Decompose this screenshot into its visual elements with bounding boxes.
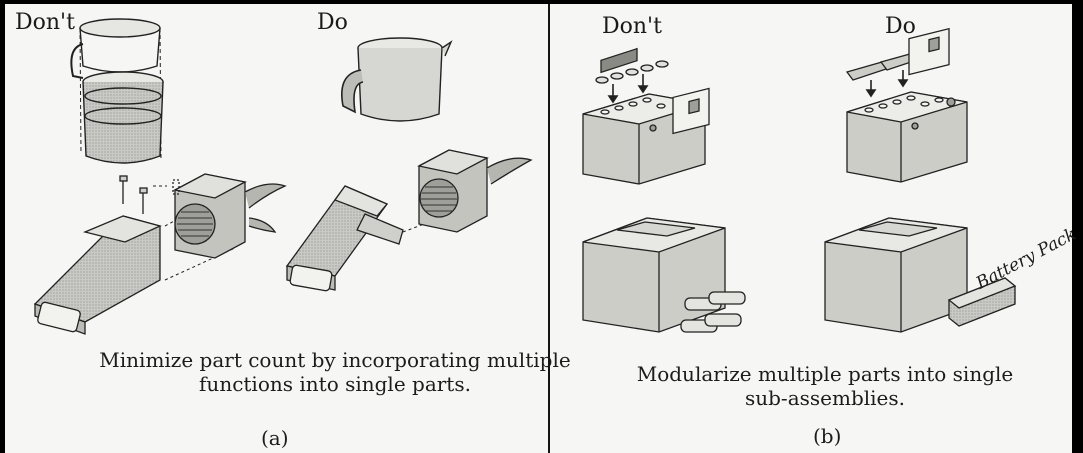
caption-b-line2: sub-assemblies. [744,386,905,410]
figure-sheet: Don't Do Don't Do Battery Pack Minimize … [5,4,1080,453]
illustration-canvas [33,18,1017,335]
screws-and-nozzle-drawing [33,175,236,335]
battery-with-cap-strip-drawing [845,51,968,183]
integrated-nozzle-drawing [285,185,446,292]
dont-label-a: Don't [15,10,75,35]
dont-label-b: Don't [602,14,662,39]
radio-with-loose-cells-drawing [582,47,746,333]
radio-with-battery-pack-drawing [824,27,1017,333]
motor-housing-do-drawing [417,149,533,233]
caption-a-line2: functions into single parts. [199,372,471,396]
two-piece-pitcher-drawing [70,18,164,164]
do-label-b: Do [885,14,916,39]
single-piece-pitcher-drawing [341,37,453,122]
panel-divider [548,4,550,453]
do-label-a: Do [317,10,348,35]
motor-housing-dont-drawing [172,173,287,259]
panel-letter-b: (b) [813,424,842,448]
caption-b: Modularize multiple parts into single su… [595,362,1055,410]
panel-letter-a: (a) [261,426,289,450]
caption-a-line1: Minimize part count by incorporating mul… [99,348,571,372]
caption-a: Minimize part count by incorporating mul… [75,348,595,396]
caption-b-line1: Modularize multiple parts into single [636,362,1014,386]
